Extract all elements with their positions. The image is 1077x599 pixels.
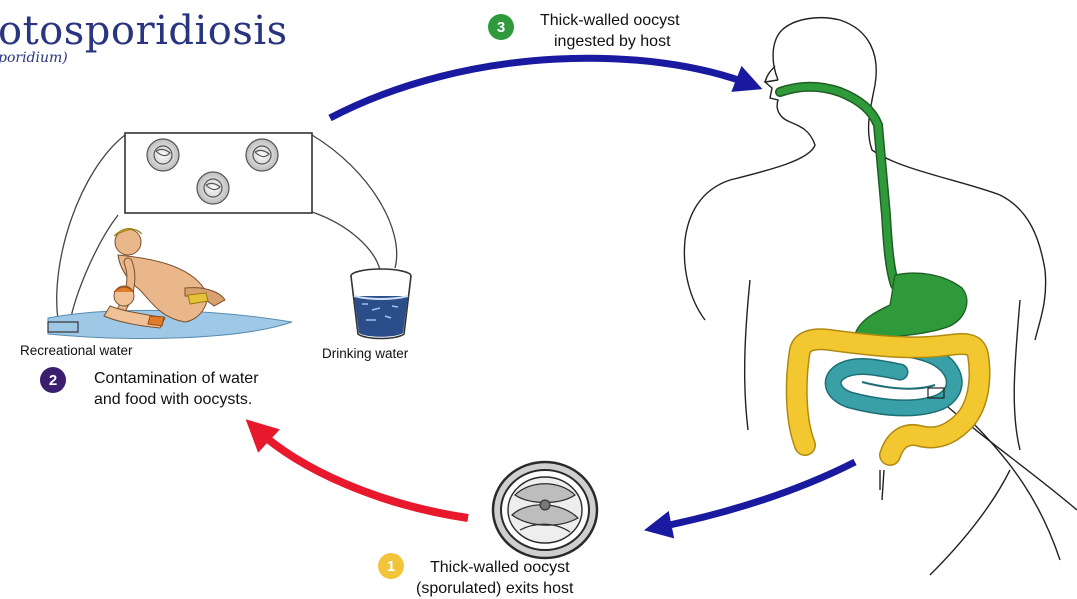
step-2-text: Contamination of water and food with ooc… <box>94 368 259 410</box>
drinking-water-label: Drinking water <box>322 346 408 361</box>
step-3-text: Thick-walled oocyst ingested by host <box>540 10 680 52</box>
step-1-line1: Thick-walled oocyst <box>430 557 573 578</box>
host-body <box>684 18 1077 575</box>
step-3-line1: Thick-walled oocyst <box>540 10 680 31</box>
step-2-line2: and food with oocysts. <box>94 389 259 410</box>
recreational-water-illustration <box>48 228 292 338</box>
diagram-title: otosporidiosis <box>0 8 288 54</box>
gi-tract <box>780 87 979 455</box>
arrow-to-host <box>330 58 752 118</box>
arrow-contamination <box>255 428 468 518</box>
drinking-water-glass <box>351 269 411 339</box>
step-1-line2: (sporulated) exits host <box>416 578 573 599</box>
diagram-subtitle: poridium) <box>0 50 68 66</box>
recreational-water-label: Recreational water <box>20 343 133 358</box>
oocyst-inset <box>57 133 397 322</box>
step-1-text: Thick-walled oocyst (sporulated) exits h… <box>430 557 573 599</box>
exiting-oocyst-illustration <box>493 462 597 558</box>
step-3-line2: ingested by host <box>540 31 680 52</box>
step-3-badge: 3 <box>488 14 514 40</box>
step-2-badge: 2 <box>40 367 66 393</box>
step-1-badge: 1 <box>378 553 404 579</box>
step-2-line1: Contamination of water <box>94 368 259 389</box>
arrow-exit-host <box>655 462 855 528</box>
